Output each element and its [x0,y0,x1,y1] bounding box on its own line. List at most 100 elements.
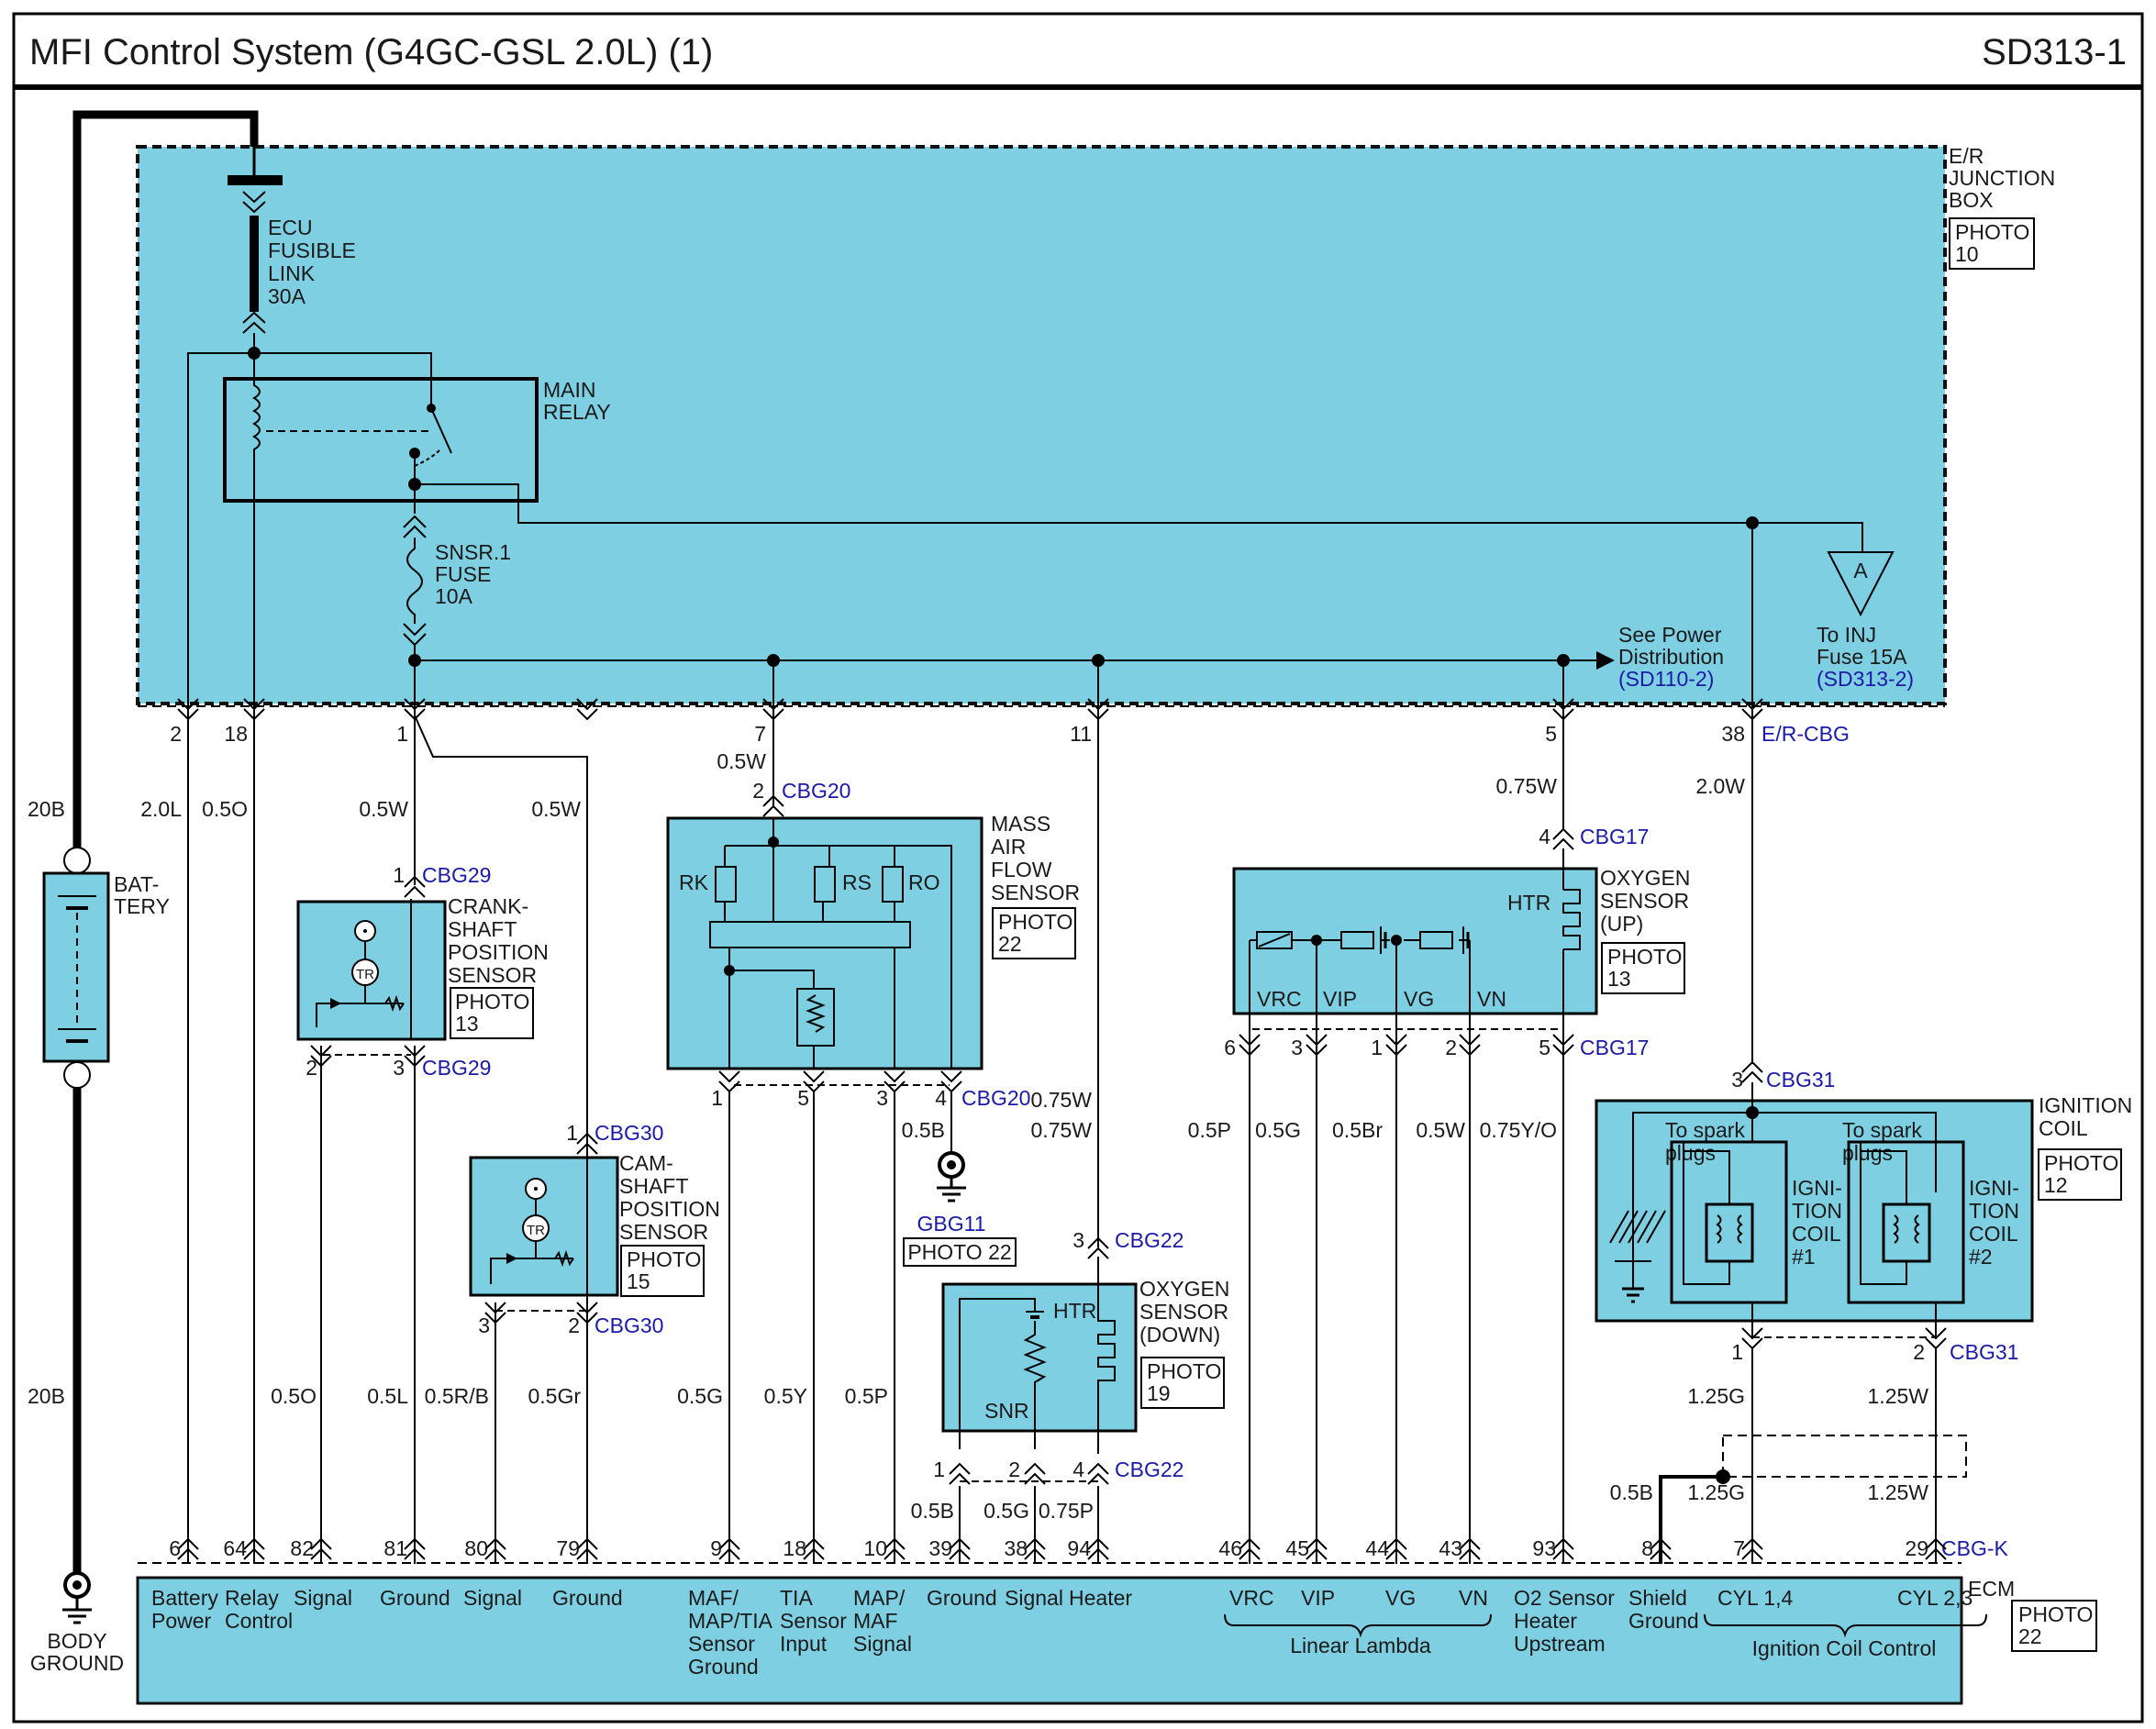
sensor-connector-chevron [803,1070,825,1093]
svg-text:4: 4 [1539,825,1550,848]
svg-text:RO: RO [908,870,940,894]
top-connector-chevron [1087,698,1109,721]
gbg11-label: GBG11 [917,1212,986,1236]
wire-label: 2.0L [140,797,182,821]
svg-text:CBG20: CBG20 [961,1086,1030,1110]
ecm-pin-number: 43 [1439,1536,1462,1560]
ecm-terminal-label: Ground [552,1586,623,1610]
svg-text:A: A [1853,559,1868,582]
ecm-pin-number: 82 [290,1536,314,1560]
svg-text:CBG30: CBG30 [595,1121,663,1145]
sensor-connector-chevron [404,875,426,898]
junction-box-photo [1949,217,2035,270]
sensor-connector-chevron [1459,1034,1481,1057]
svg-text:TR: TR [356,967,374,982]
ecm-pin-number: 45 [1285,1536,1309,1560]
battery-main-wire [72,110,259,858]
wire-label: 1.25G [1687,1480,1745,1504]
svg-text:1: 1 [566,1121,578,1145]
wire-label: 0.5G [984,1499,1029,1523]
ecm-terminal-label: CYL 2,3 [1897,1586,1973,1610]
wire [414,715,588,1156]
sensor-connector-chevron [884,1070,906,1093]
top-connector-chevron [1552,698,1574,721]
svg-text:2: 2 [1008,1457,1020,1481]
ecm-pin-number: 6 [169,1536,181,1560]
sensor-fuse [406,538,423,624]
sensor-connector-chevron [1741,1060,1763,1083]
wire-group [138,705,1945,1564]
ecm-pin-number: 10 [863,1536,887,1560]
svg-text:1: 1 [933,1457,945,1481]
svg-text:3: 3 [1291,1036,1303,1059]
ecm-terminal-label: Signal [294,1586,352,1610]
svg-text:4: 4 [1072,1457,1084,1481]
wire-20b-bottom: 20B [28,1384,65,1408]
svg-text:CBG20: CBG20 [782,779,850,803]
main-relay [223,377,539,503]
svg-text:4: 4 [935,1086,947,1110]
ecm-pin-number: 81 [383,1536,407,1560]
svg-text:2: 2 [1913,1340,1925,1364]
ecm-terminal-label: VG [1385,1586,1416,1610]
svg-text:CBG22: CBG22 [1115,1228,1184,1252]
junction-pin-number: 11 [1070,722,1092,746]
svg-text:5: 5 [797,1086,809,1110]
ecm-pin-chevron [884,1537,906,1560]
wire-label: 0.5Y [764,1384,807,1408]
battery-label: BAT-TERY [114,872,170,918]
ecu-fusible-link [250,216,259,312]
ecm-pin-chevron [404,1537,426,1560]
ecm-pin-chevron [1552,1537,1574,1560]
sensor-connector-chevron [576,1302,598,1324]
sensor-connector-chevron [1239,1034,1261,1057]
sensor-connector-chevron [484,1302,506,1324]
svg-text:CBG17: CBG17 [1580,825,1649,848]
ecm-terminal-label: Signal [463,1586,522,1610]
ecm-pin-number: 80 [464,1536,488,1560]
ecm-terminal-label: Heater [1069,1586,1132,1610]
svg-text:CBG22: CBG22 [1115,1457,1184,1481]
ecm-pin-number: 9 [710,1536,722,1560]
svg-text:3: 3 [393,1056,405,1080]
ecm-pin-number: 79 [556,1536,580,1560]
ecm-pin-chevron [718,1537,740,1560]
wire-label: 0.5O [202,797,248,821]
svg-text:3: 3 [478,1313,490,1337]
svg-text:HTR: HTR [1053,1299,1096,1323]
ecm-pin-chevron [1925,1537,1947,1560]
ecm-pin-number: 44 [1365,1536,1389,1560]
er-cbg-label: E/R-CBG [1761,722,1850,746]
wire-label: 0.5P [1188,1118,1231,1142]
svg-text:1: 1 [393,863,405,887]
ecm-terminal-label: Ground [380,1586,450,1610]
svg-text:2: 2 [306,1056,317,1080]
sensor-connector-chevron [310,1045,332,1068]
ecm-pin-chevron [1459,1537,1481,1560]
ecm-pin-number: 64 [223,1536,247,1560]
ecm-label: ECM [1968,1577,2015,1601]
ecm-pin-number: 7 [1733,1536,1745,1560]
svg-text:HTR: HTR [1507,891,1550,914]
junction-pin-number: 1 [396,722,408,746]
svg-text:CBG31: CBG31 [1766,1068,1835,1092]
top-connector-chevron [1741,698,1763,721]
svg-text:CBG17: CBG17 [1580,1036,1649,1059]
wire-label: 0.5W [1416,1118,1465,1142]
wire-label: 1.25W [1868,1384,1929,1408]
